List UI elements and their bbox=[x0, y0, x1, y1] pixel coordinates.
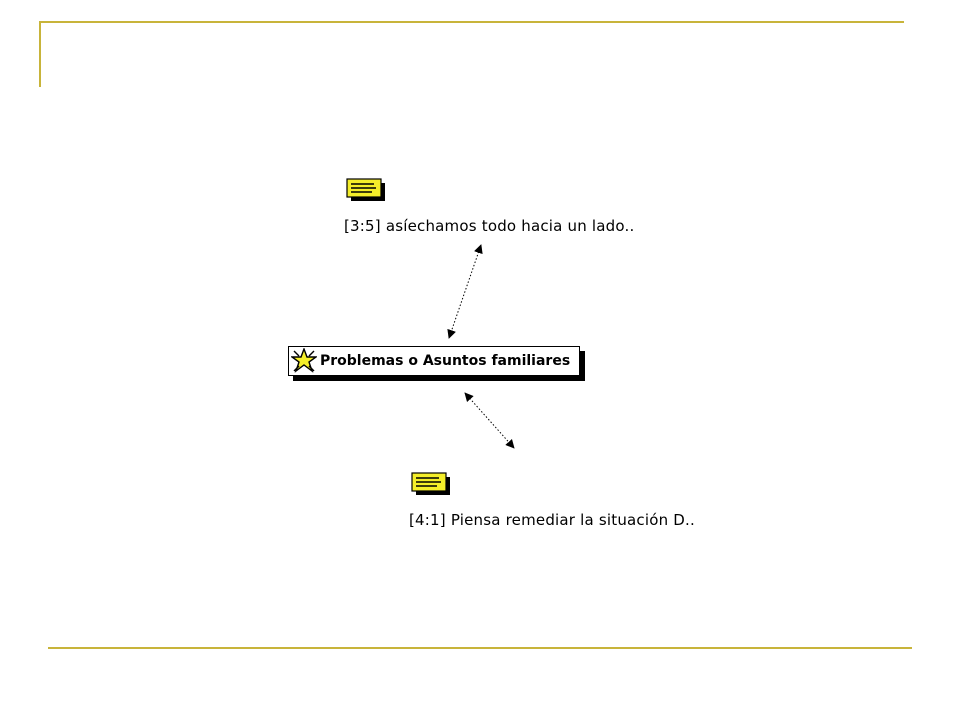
bottom-rule bbox=[48, 647, 912, 649]
code-star-icon bbox=[291, 348, 317, 373]
code-label: Problemas o Asuntos familiares bbox=[320, 353, 571, 369]
link-code-to-quotation-2[interactable] bbox=[464, 392, 515, 449]
note-icon[interactable] bbox=[346, 178, 386, 202]
code-node[interactable]: Problemas o Asuntos familiares bbox=[288, 346, 580, 376]
quotation-2-label[interactable]: [4:1] Piensa remediar la situación D.. bbox=[409, 511, 695, 529]
left-rule bbox=[39, 21, 41, 87]
note-icon[interactable] bbox=[411, 472, 451, 496]
link-quotation-1-to-code[interactable] bbox=[447, 244, 483, 339]
top-rule bbox=[39, 21, 904, 23]
quotation-1-label[interactable]: [3:5] asíechamos todo hacia un lado.. bbox=[344, 217, 635, 235]
